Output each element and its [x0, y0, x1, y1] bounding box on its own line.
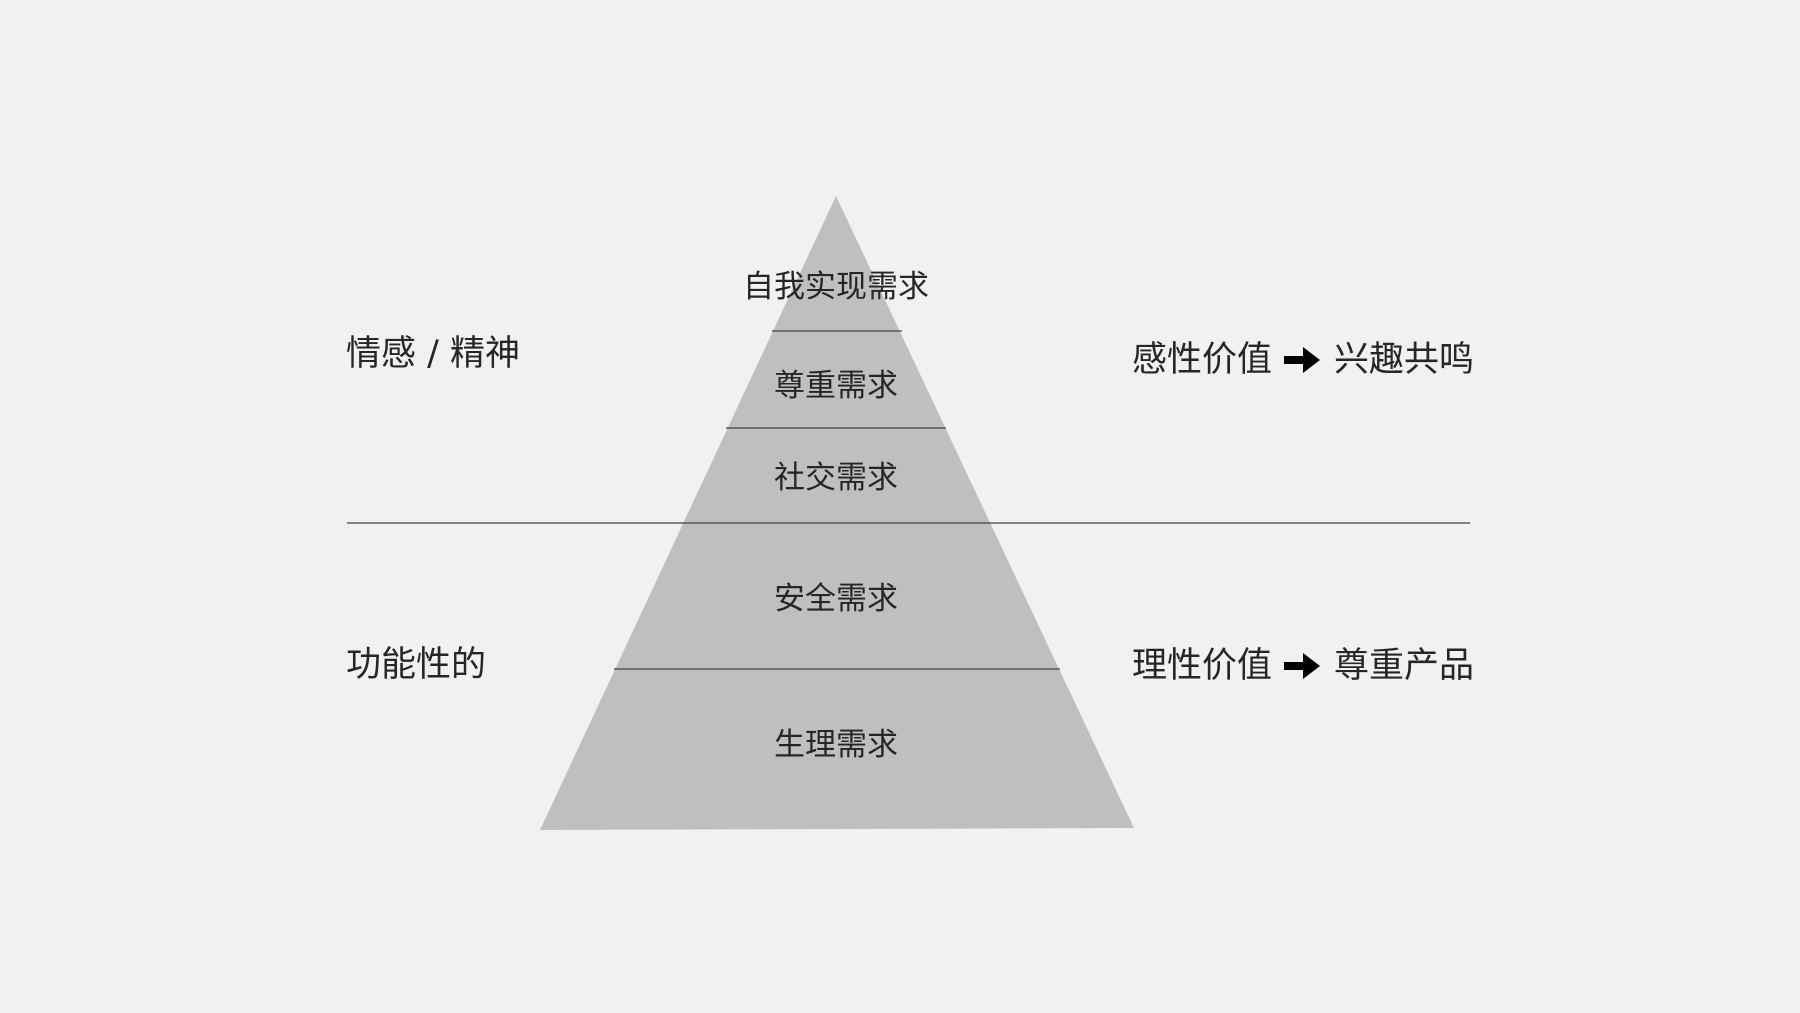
- value-to-emotional: 兴趣共鸣: [1334, 340, 1475, 380]
- pyramid-shape: [540, 196, 1134, 830]
- value-from-emotional: 感性价值: [1132, 340, 1273, 380]
- right-value-rational: 理性价值 尊重产品: [1132, 644, 1474, 688]
- level-label-esteem: 尊重需求: [774, 368, 898, 404]
- right-arrow-icon: [1284, 347, 1321, 373]
- level-label-physiological: 生理需求: [774, 727, 898, 763]
- value-from-rational: 理性价值: [1132, 646, 1273, 686]
- level-label-safety: 安全需求: [774, 581, 898, 617]
- left-label-emotional: 情感 / 精神: [346, 334, 521, 374]
- value-to-rational: 尊重产品: [1334, 646, 1475, 686]
- right-arrow-icon: [1284, 653, 1321, 679]
- left-label-functional: 功能性的: [346, 645, 487, 685]
- level-label-self-actualization: 自我实现需求: [743, 269, 929, 305]
- level-label-social: 社交需求: [774, 460, 898, 496]
- right-value-emotional: 感性价值 兴趣共鸣: [1132, 338, 1474, 382]
